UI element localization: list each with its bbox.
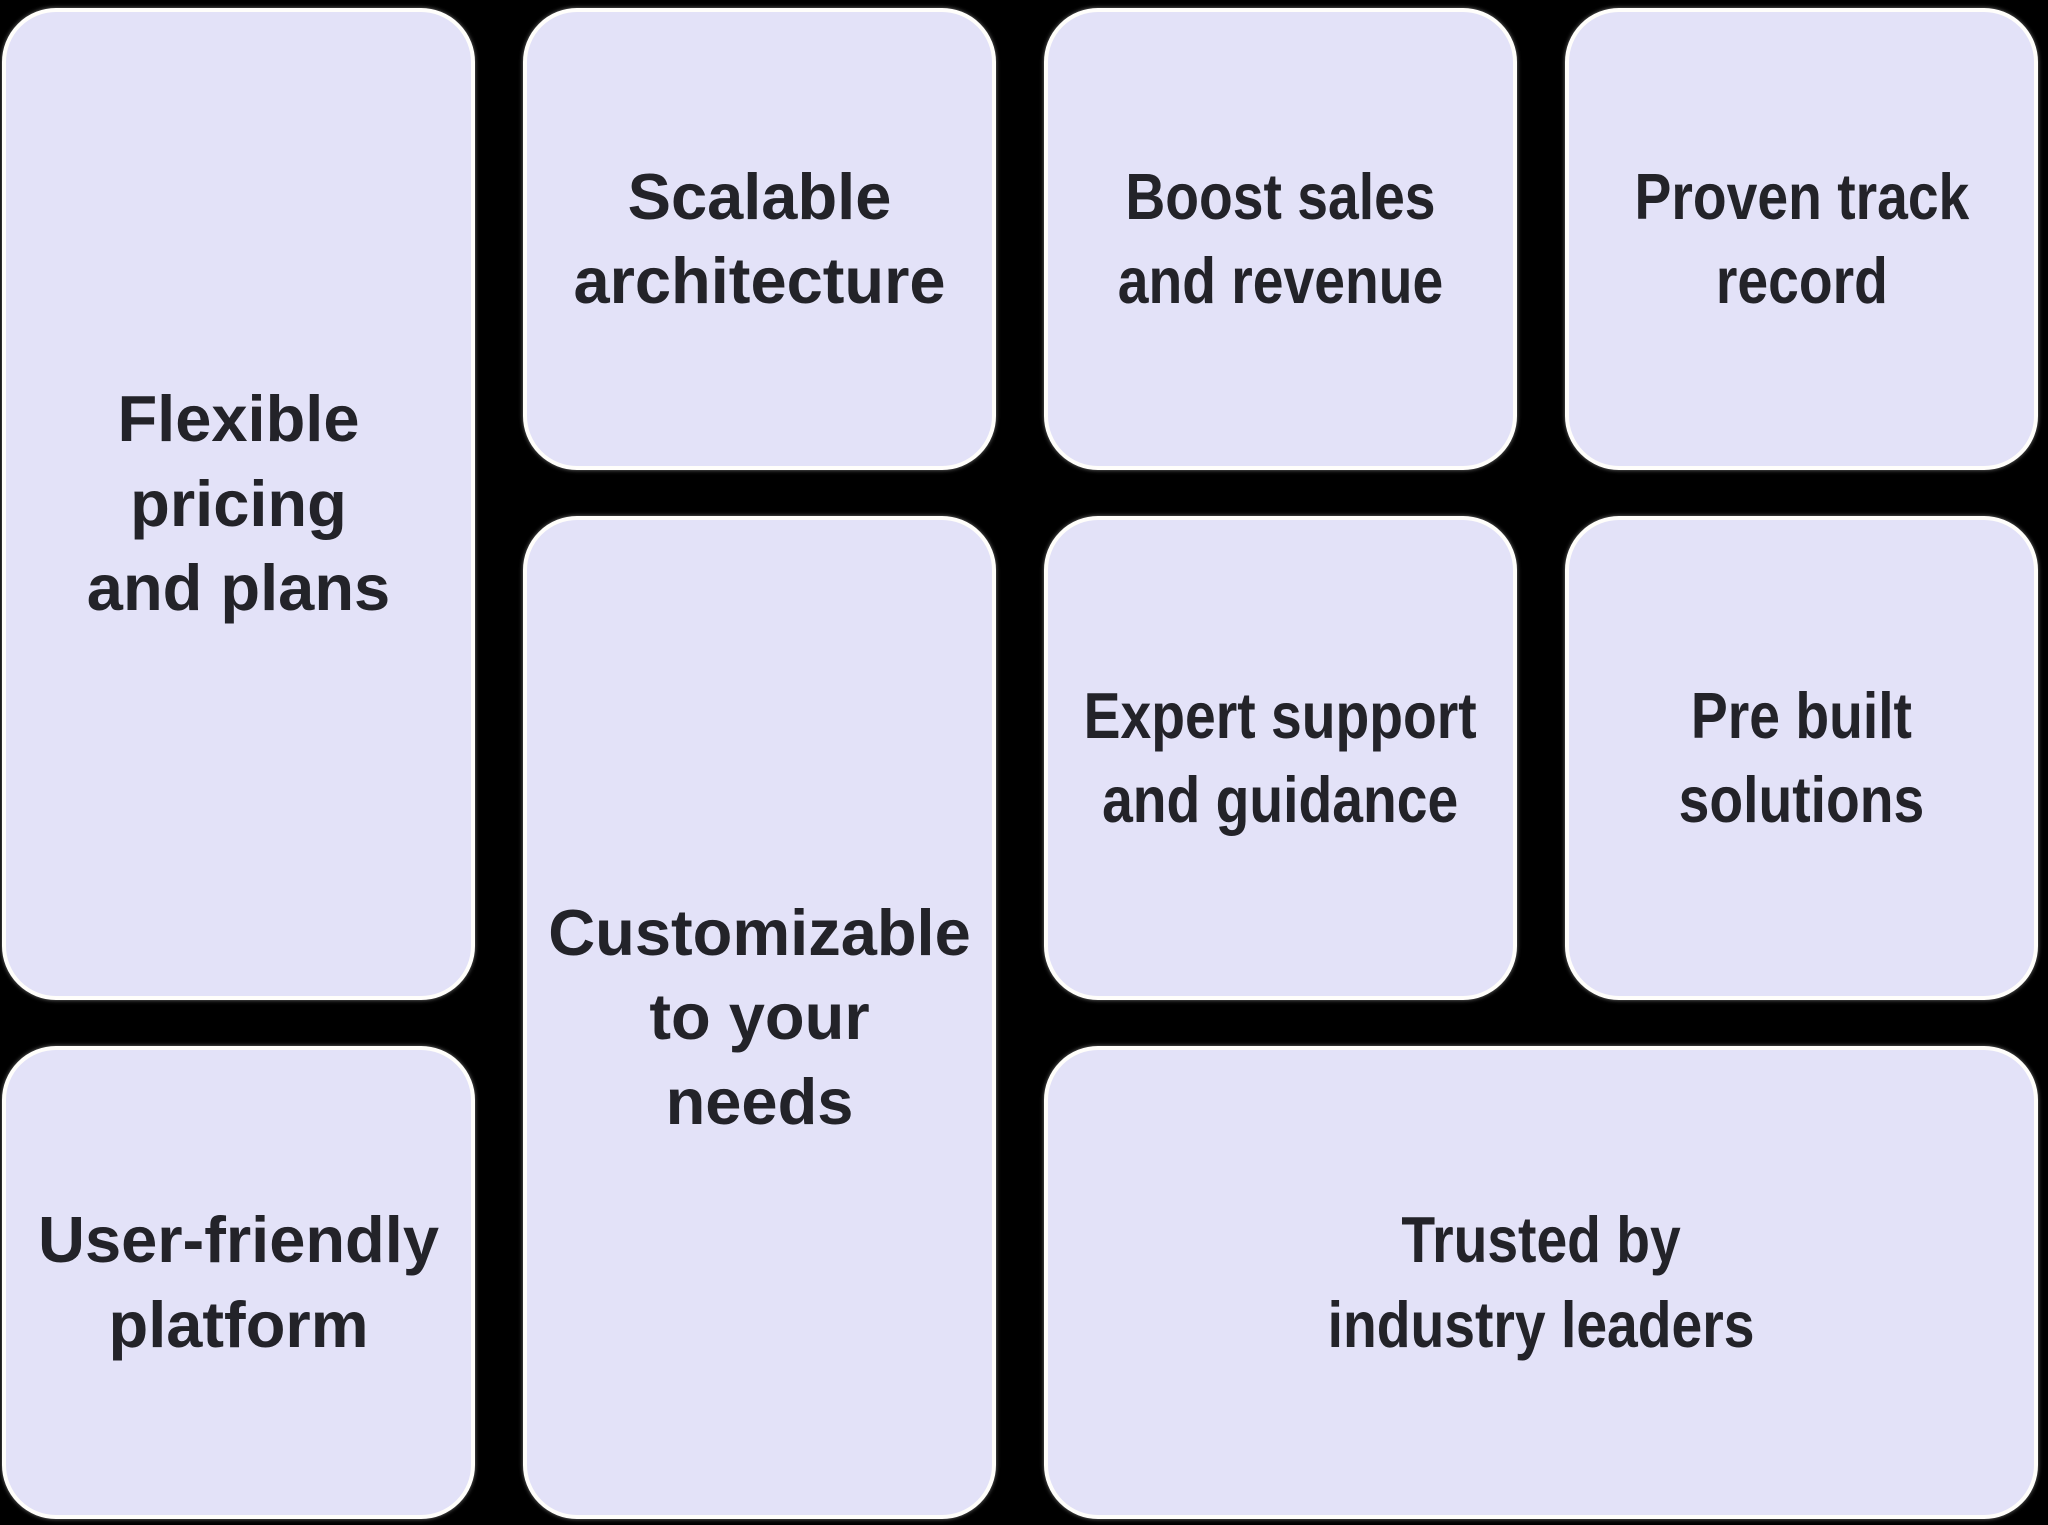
feature-card-label: Boost sales and revenue [1117, 159, 1444, 318]
feature-card-proven-track-record: Proven track record [1565, 8, 2038, 470]
feature-card-customizable: Customizable to your needs [523, 516, 996, 1519]
feature-card-flexible-pricing: Flexible pricing and plans [2, 8, 475, 1000]
feature-card-label: Scalable architecture [573, 159, 946, 318]
feature-card-pre-built-solutions: Pre built solutions [1565, 516, 2038, 1000]
feature-card-label: Expert support and guidance [1084, 678, 1477, 837]
feature-card-label: Flexible pricing and plans [86, 382, 391, 625]
feature-card-boost-sales: Boost sales and revenue [1044, 8, 1517, 470]
feature-card-scalable-architecture: Scalable architecture [523, 8, 996, 470]
feature-card-label: Proven track record [1634, 159, 1969, 318]
feature-card-label: Pre built solutions [1678, 678, 1925, 837]
feature-card-label: Customizable to your needs [548, 895, 971, 1138]
feature-card-expert-support: Expert support and guidance [1044, 516, 1517, 1000]
feature-card-user-friendly: User-friendly platform [2, 1046, 475, 1519]
feature-card-trusted-by-leaders: Trusted by industry leaders [1044, 1046, 2038, 1519]
feature-card-label: Trusted by industry leaders [1327, 1203, 1755, 1361]
feature-card-label: User-friendly platform [38, 1203, 439, 1361]
